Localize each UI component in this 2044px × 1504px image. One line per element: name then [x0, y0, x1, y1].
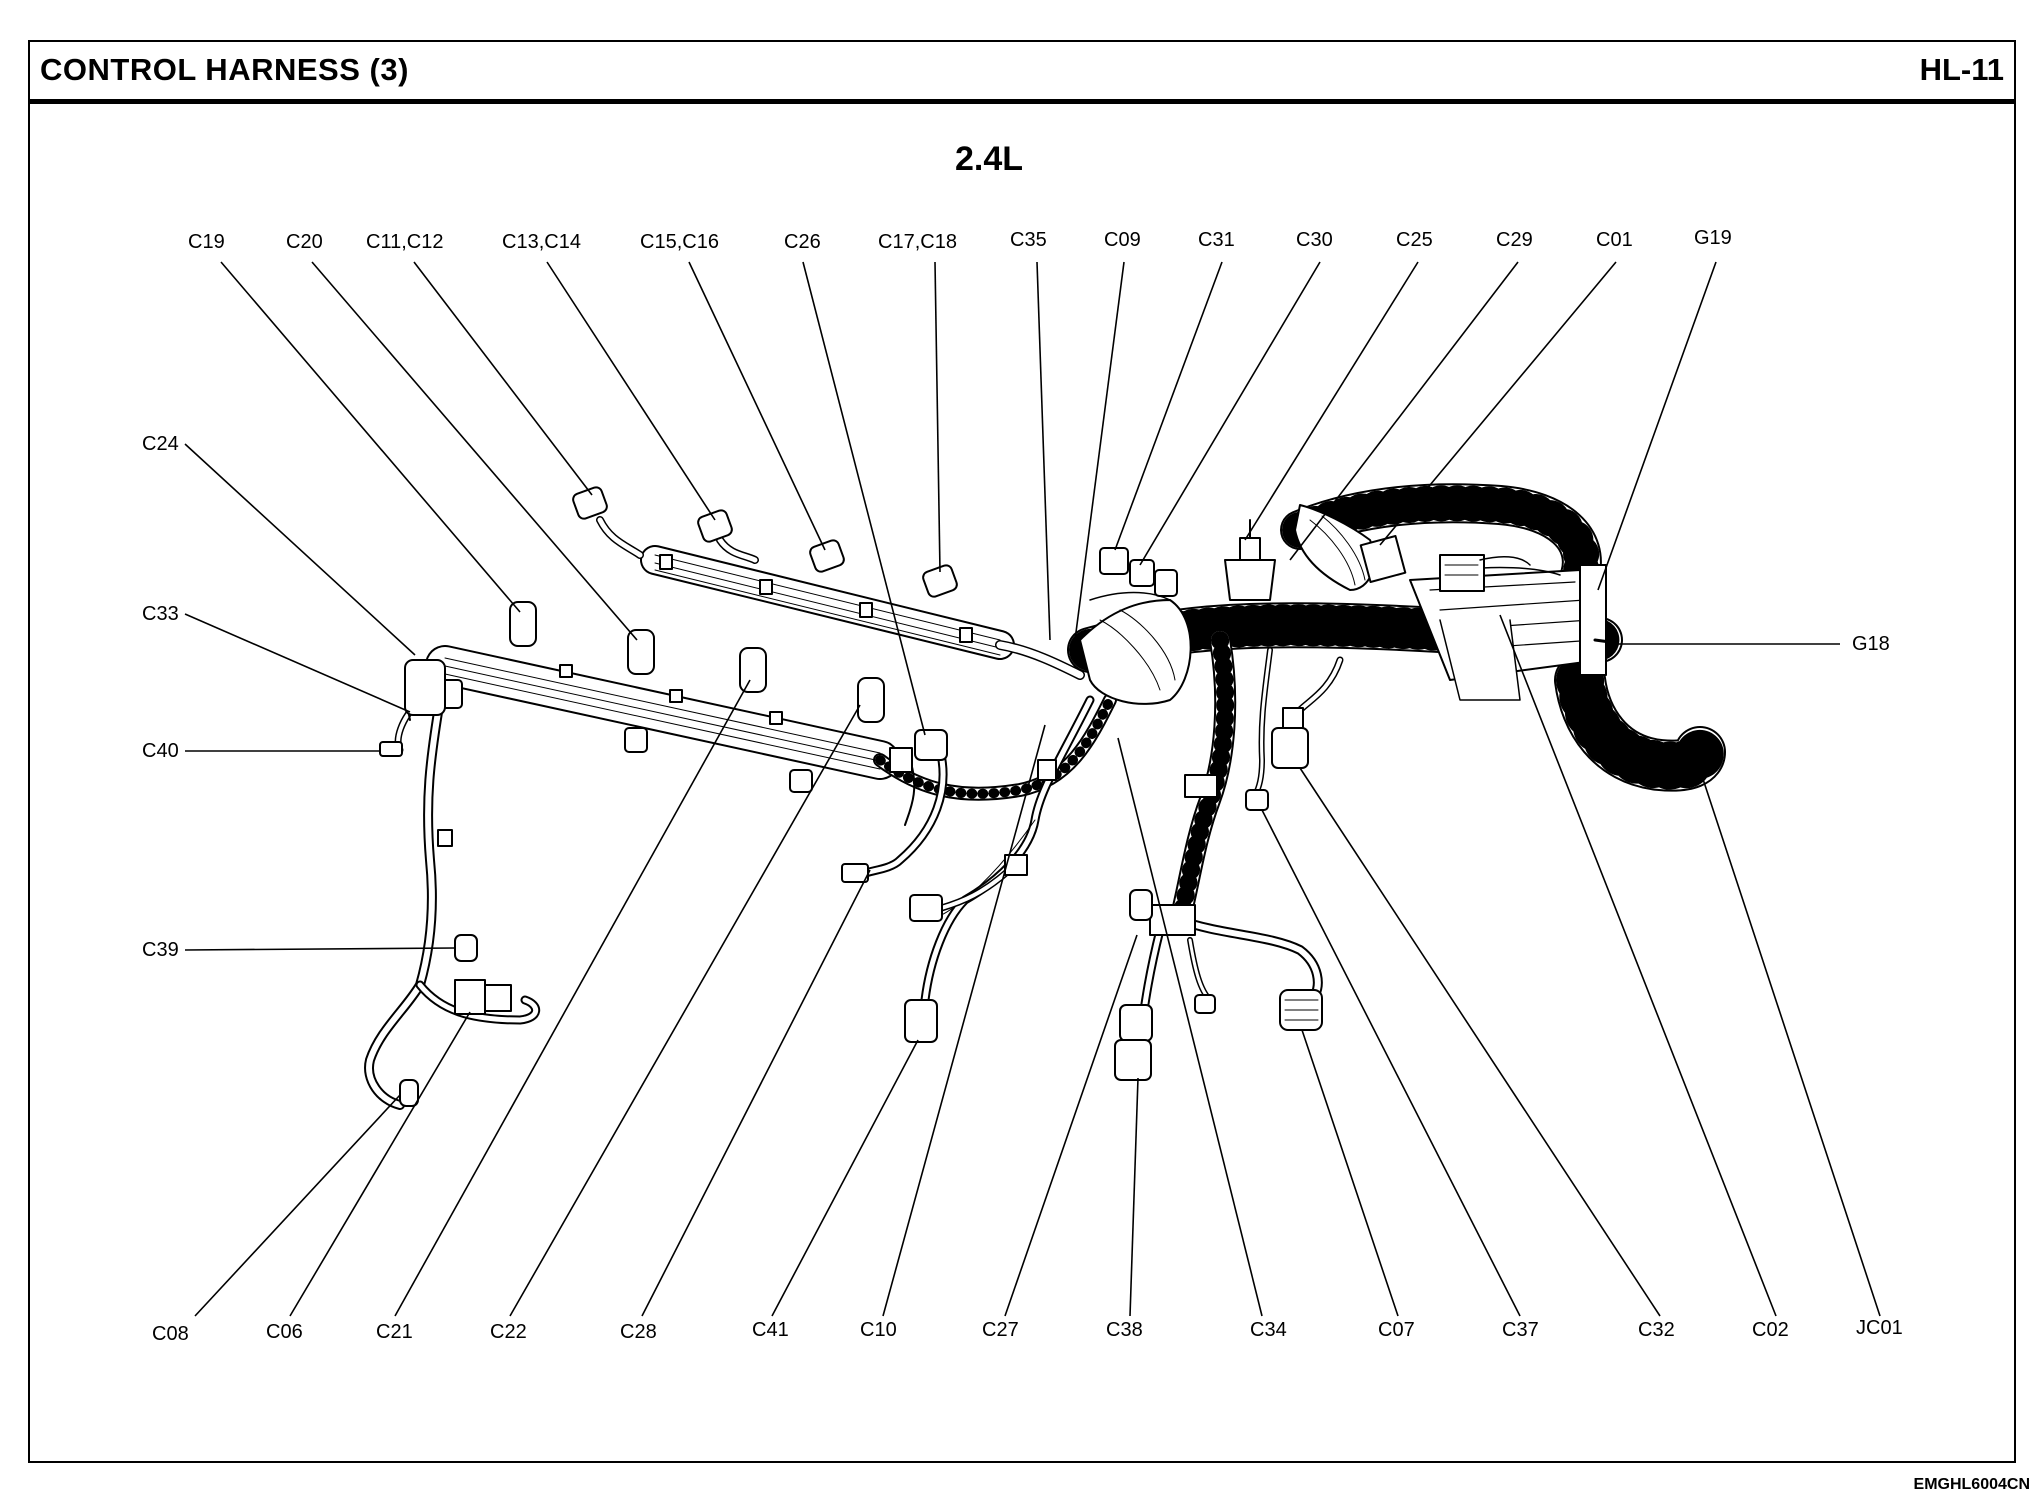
label-c32: C32 — [1638, 1319, 1675, 1341]
label-c25: C25 — [1396, 229, 1433, 251]
label-c34: C34 — [1250, 1319, 1287, 1341]
label-c27: C27 — [982, 1319, 1019, 1341]
leader-c17c18 — [934, 261, 941, 573]
label-c28: C28 — [620, 1321, 657, 1343]
leader-c13c14 — [546, 261, 716, 521]
label-c01: C01 — [1596, 229, 1633, 251]
leader-c33 — [184, 613, 411, 713]
label-c11c12: C11,C12 — [366, 231, 443, 253]
page-number: HL-11 — [1919, 52, 2004, 87]
c10-branch — [904, 695, 1095, 1043]
label-c38: C38 — [1106, 1319, 1143, 1341]
leader-jc01 — [1699, 769, 1881, 1317]
label-c30: C30 — [1296, 229, 1333, 251]
upper-rail — [596, 516, 1085, 680]
label-c22: C22 — [490, 1321, 527, 1343]
page-title: CONTROL HARNESS (3) — [40, 52, 409, 87]
leader-c29 — [1289, 261, 1519, 561]
leader-c15c16 — [688, 261, 826, 551]
lower-rail — [425, 645, 1117, 801]
leader-c02 — [1499, 614, 1777, 1317]
label-c39: C39 — [142, 939, 179, 961]
label-c09: C09 — [1104, 229, 1141, 251]
label-c08: C08 — [152, 1323, 189, 1345]
drawing-code: EMGHL6004CN — [1913, 1476, 2030, 1493]
center-down-branch — [1114, 629, 1323, 1081]
leader-c31 — [1114, 261, 1223, 551]
label-c19: C19 — [188, 231, 225, 253]
leader-c28 — [641, 869, 871, 1317]
leader-c01 — [1379, 261, 1617, 546]
harness-drawing — [364, 483, 1726, 1110]
leader-c25 — [1244, 261, 1419, 541]
leader-c39 — [184, 947, 456, 951]
label-c41: C41 — [752, 1319, 789, 1341]
label-c13c14: C13,C14 — [502, 231, 581, 253]
label-jc01: JC01 — [1856, 1317, 1903, 1339]
leader-c24 — [184, 443, 416, 656]
label-c06: C06 — [266, 1321, 303, 1343]
label-g18: G18 — [1852, 633, 1890, 655]
leader-c27 — [1004, 934, 1138, 1317]
label-c10: C10 — [860, 1319, 897, 1341]
right-bundle — [1280, 483, 1726, 792]
c37-branch — [1245, 647, 1344, 811]
leader-c35 — [1036, 261, 1051, 641]
label-c02: C02 — [1752, 1319, 1789, 1341]
label-c26: C26 — [784, 231, 821, 253]
leader-c21 — [394, 679, 751, 1317]
leader-c34 — [1117, 737, 1263, 1317]
leader-c26 — [802, 261, 926, 736]
leader-c41 — [771, 1039, 919, 1317]
leader-c06 — [289, 1011, 471, 1317]
label-c21: C21 — [376, 1321, 413, 1343]
leader-c37 — [1261, 809, 1521, 1317]
label-c15c16: C15,C16 — [640, 231, 719, 253]
label-c20: C20 — [286, 231, 323, 253]
leader-c22 — [509, 704, 861, 1317]
label-c24: C24 — [142, 433, 179, 455]
label-c31: C31 — [1198, 229, 1235, 251]
label-c37: C37 — [1502, 1319, 1539, 1341]
center-cluster — [1079, 519, 1276, 705]
drawing-frame — [28, 40, 2016, 1463]
header-rule — [28, 99, 2016, 104]
connector-labels: C19 C20 C11,C12 C13,C14 C15,C16 C26 C17,… — [142, 227, 1903, 1345]
leader-c38 — [1129, 1077, 1139, 1317]
leader-c19 — [220, 261, 521, 613]
engine-variant-label: 2.4L — [955, 140, 1024, 178]
leader-c20 — [311, 261, 638, 641]
leader-lines — [184, 261, 1881, 1317]
leader-c10 — [882, 724, 1046, 1317]
left-branch — [364, 659, 541, 1110]
label-g19: G19 — [1694, 227, 1732, 249]
label-c07: C07 — [1378, 1319, 1415, 1341]
leader-c32 — [1299, 767, 1661, 1317]
leader-c11c12 — [413, 261, 593, 496]
leader-c07 — [1301, 1029, 1399, 1317]
c26-branch — [841, 729, 948, 883]
leader-g19 — [1597, 261, 1717, 591]
label-c29: C29 — [1496, 229, 1533, 251]
label-c33: C33 — [142, 603, 179, 625]
label-c40: C40 — [142, 740, 179, 762]
leader-c08 — [194, 1094, 401, 1317]
leader-c30 — [1139, 261, 1321, 566]
leader-c09 — [1074, 261, 1125, 641]
label-c35: C35 — [1010, 229, 1047, 251]
label-c17c18: C17,C18 — [878, 231, 957, 253]
injector-connectors — [509, 486, 958, 723]
